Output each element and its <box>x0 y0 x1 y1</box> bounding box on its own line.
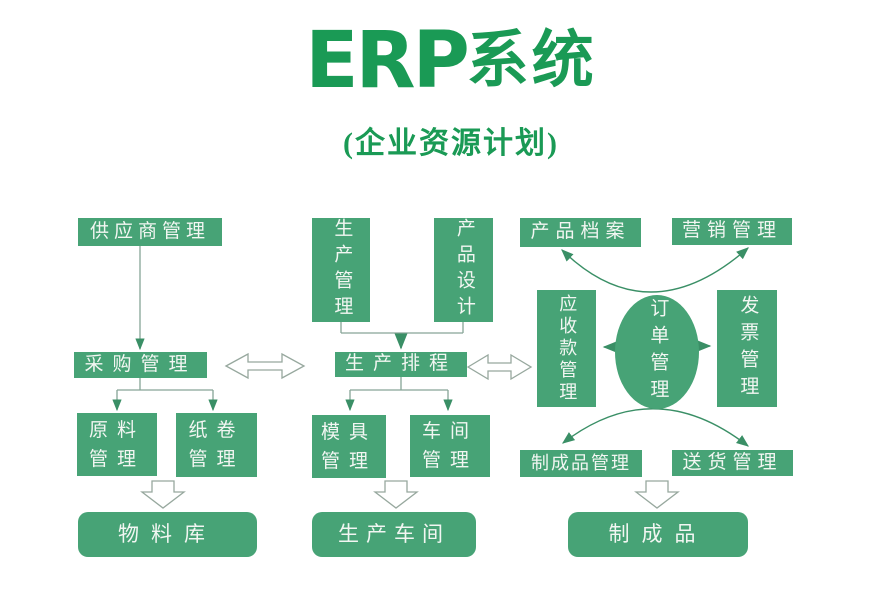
node-workshop-management[interactable]: 车间管理 <box>410 415 490 477</box>
node-product-archive[interactable]: 产品档案 <box>520 218 641 247</box>
node-delivery-management[interactable]: 送货管理 <box>672 450 793 476</box>
node-production-management[interactable]: 生产管理 <box>312 218 370 322</box>
arc-order-to-archive-marketing <box>561 247 749 293</box>
double-arrow-scheduling-receivables <box>466 353 533 381</box>
node-production-workshop[interactable]: 生产车间 <box>312 512 476 557</box>
block-arrow-to-production-workshop <box>373 480 419 509</box>
node-marketing-management[interactable]: 营销管理 <box>672 218 792 245</box>
title-system: 系统 <box>466 27 597 95</box>
node-paper-roll-management[interactable]: 纸卷管理 <box>176 413 257 477</box>
bracket-purchasing <box>117 378 213 391</box>
node-mold-management[interactable]: 模具管理 <box>312 415 386 478</box>
title-erp: ERP <box>305 16 470 106</box>
node-receivables-management[interactable]: 应收款管理 <box>537 290 596 407</box>
node-product-design[interactable]: 产品设计 <box>434 218 493 322</box>
arc-order-to-finished-delivery <box>562 408 749 447</box>
node-purchasing-management[interactable]: 采购管理 <box>74 352 207 378</box>
bracket-scheduling <box>350 377 448 391</box>
node-order-management[interactable]: 订单管理 <box>615 295 699 409</box>
block-arrow-to-finished-goods <box>634 480 680 509</box>
page-subtitle: (企业资源计划) <box>343 127 559 160</box>
node-raw-material-management[interactable]: 原料管理 <box>77 413 157 476</box>
node-finished-goods[interactable]: 制成品 <box>568 512 748 557</box>
node-invoice-management[interactable]: 发票管理 <box>717 290 777 407</box>
block-arrow-to-material-store <box>140 480 186 509</box>
node-finished-goods-management[interactable]: 制成品管理 <box>520 450 642 477</box>
node-material-warehouse[interactable]: 物料库 <box>78 512 257 557</box>
node-production-scheduling[interactable]: 生产排程 <box>335 352 467 377</box>
bracket-production-merge <box>340 322 464 334</box>
node-supplier-management[interactable]: 供应商管理 <box>78 218 222 246</box>
page-title: ERP系统 <box>12 22 878 100</box>
double-arrow-purchasing-scheduling <box>224 352 306 380</box>
